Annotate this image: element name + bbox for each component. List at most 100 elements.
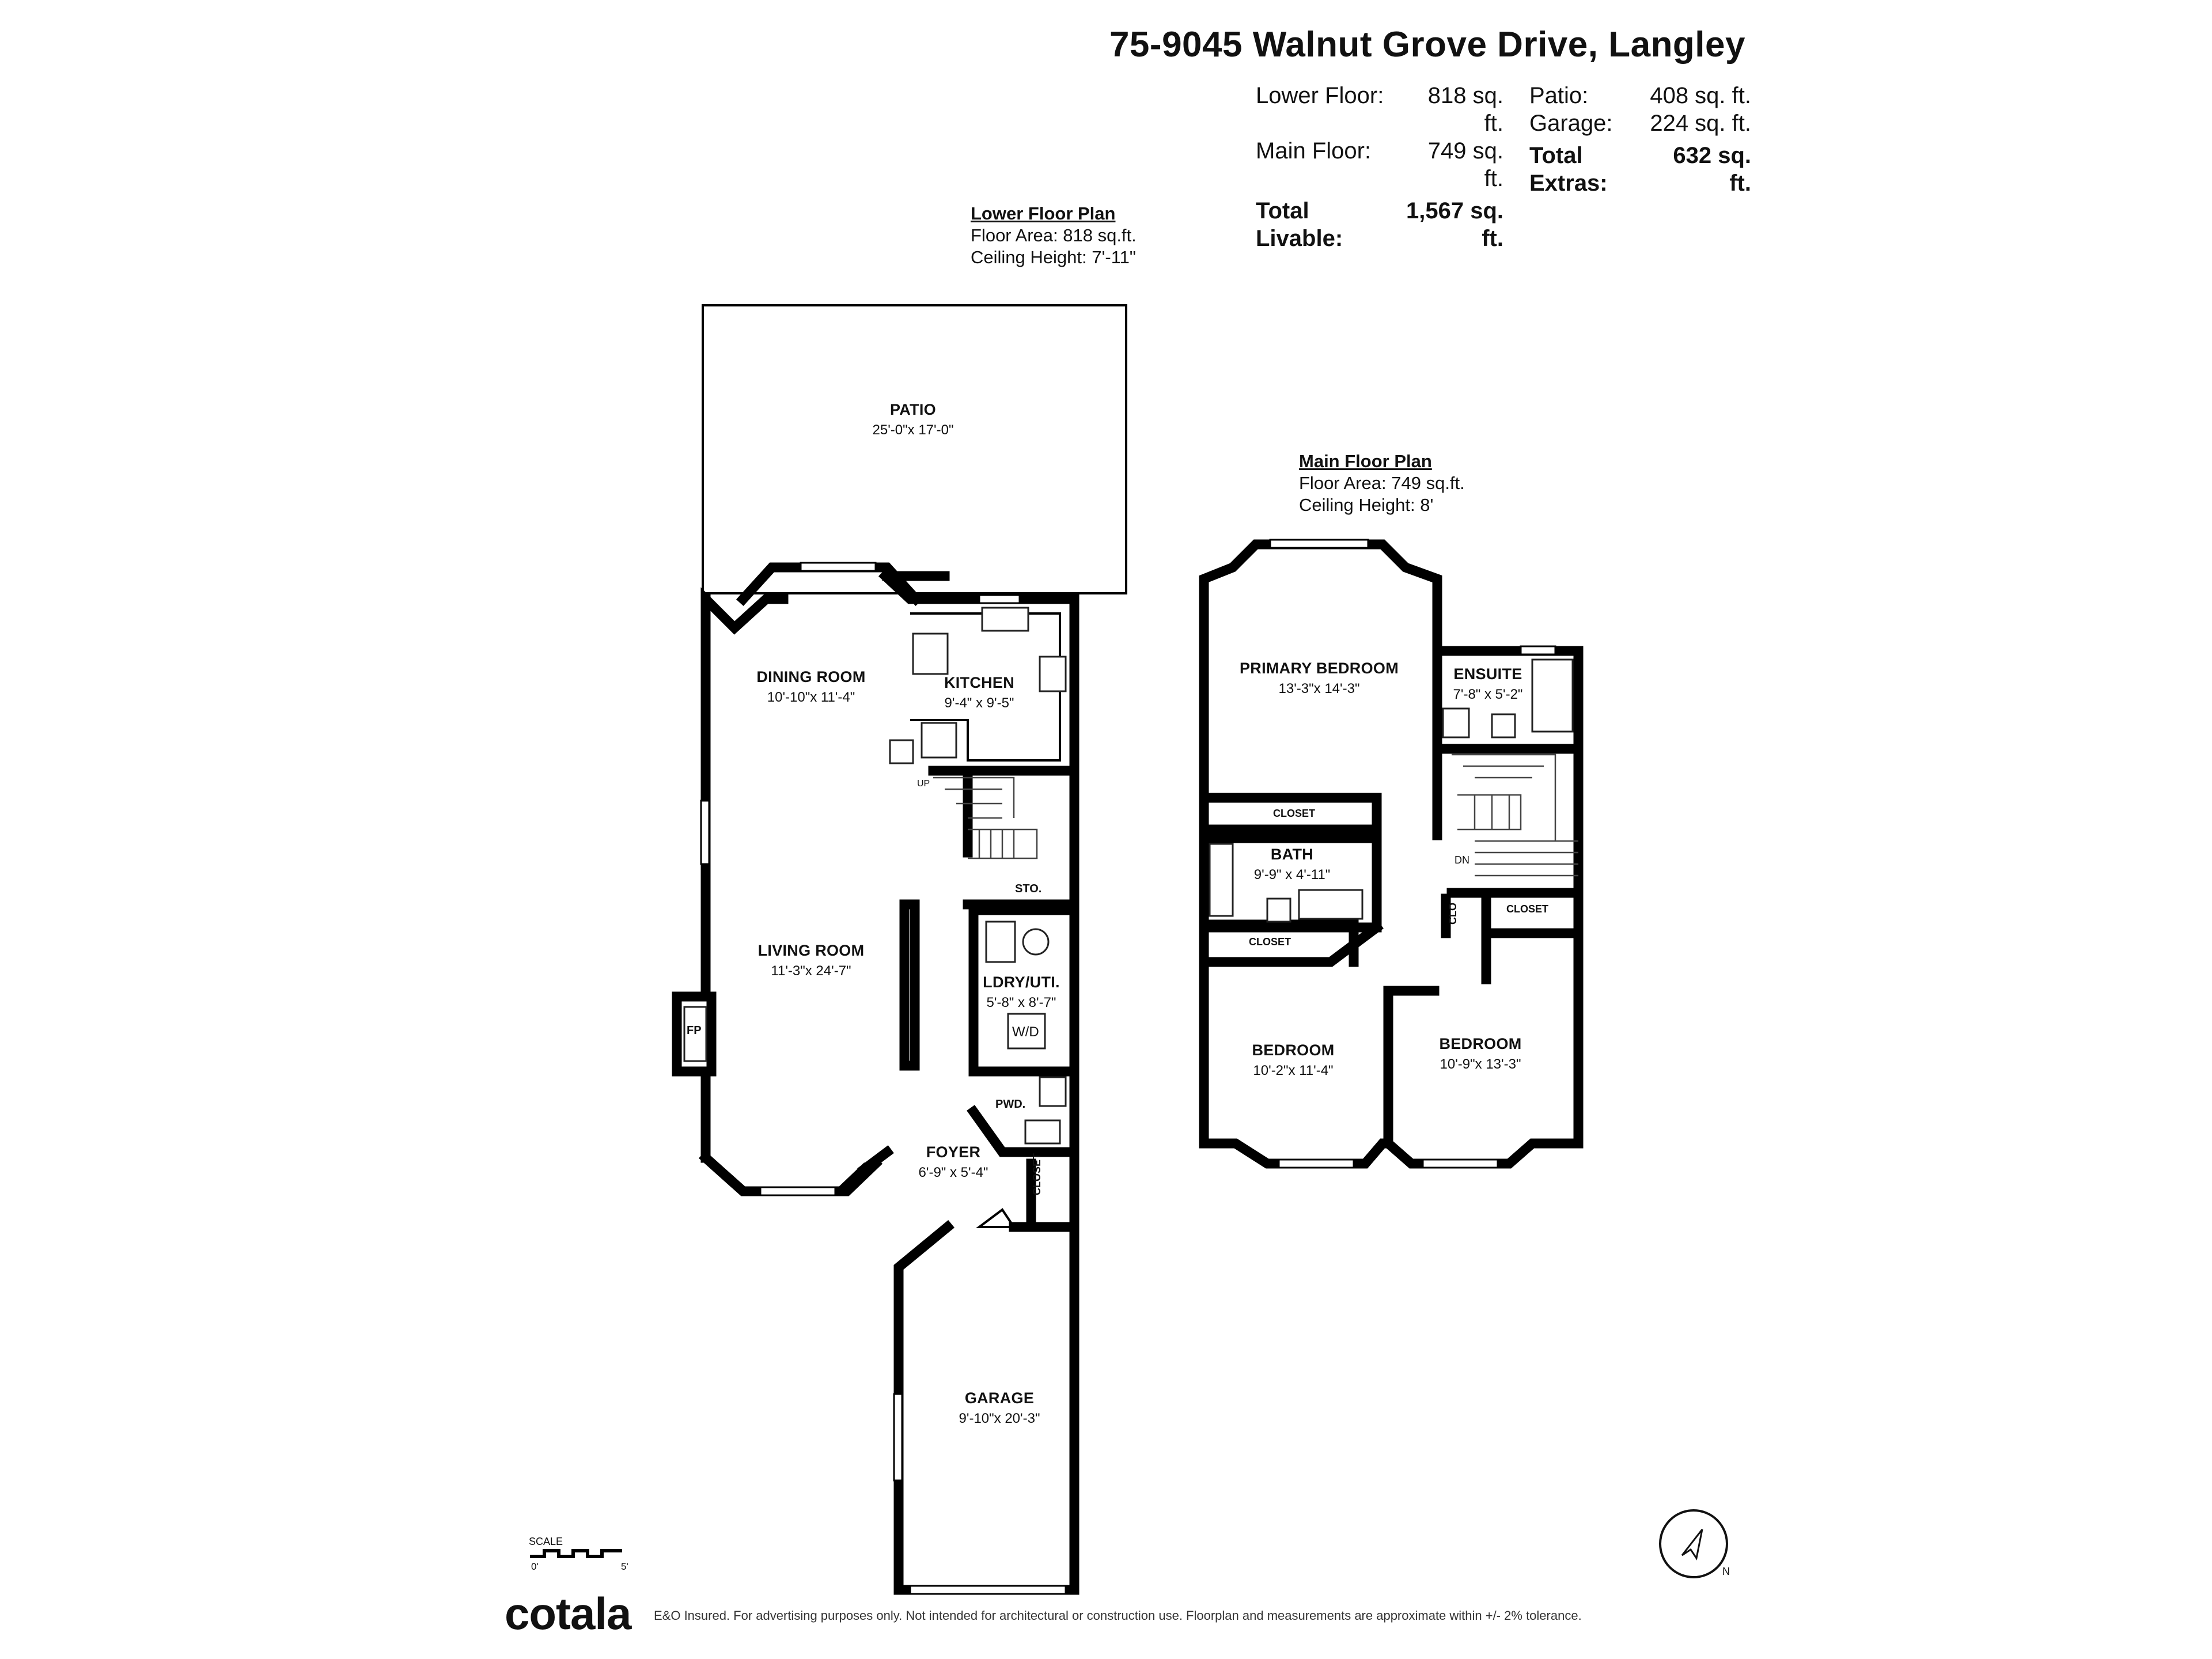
- property-address: 75-9045 Walnut Grove Drive, Langley: [1109, 25, 1745, 65]
- bedroom2-window: [1422, 1158, 1499, 1169]
- up-label: UP: [917, 779, 930, 789]
- lower-plan-header: Lower Floor Plan Floor Area: 818 sq.ft. …: [971, 203, 1137, 268]
- scale-five-label: 5': [621, 1561, 628, 1572]
- primary-bay-window: [1269, 539, 1369, 549]
- area-stats-right: Patio:408 sq. ft. Garage:224 sq. ft. Tot…: [1529, 82, 1751, 197]
- main-plan-header: Main Floor Plan Floor Area: 749 sq.ft. C…: [1299, 450, 1465, 516]
- room-bedroom-1: BEDROOM 10'-2"x 11'-4": [1252, 1041, 1334, 1079]
- lower-plan-ceiling: Ceiling Height: 7'-11": [971, 247, 1136, 267]
- sto-label: STO.: [1015, 882, 1042, 895]
- room-garage-dims: 9'-10"x 20'-3": [959, 1411, 1040, 1426]
- garage-side-window: [893, 1393, 903, 1482]
- room-laundry-dims: 5'-8" x 8'-7": [986, 995, 1056, 1010]
- ensuite-tub: [1531, 658, 1574, 733]
- wd-label: W/D: [1012, 1024, 1039, 1040]
- lower-floor-value: 818 sq. ft.: [1427, 83, 1503, 136]
- room-bath-name: BATH: [1270, 846, 1314, 863]
- room-primary-dims: 13'-3"x 14'-3": [1278, 681, 1360, 696]
- room-living: LIVING ROOM 11'-3"x 24'-7": [758, 942, 865, 979]
- disclaimer-text: E&O Insured. For advertising purposes on…: [654, 1608, 1582, 1623]
- garage-value: 224 sq. ft.: [1650, 111, 1751, 136]
- garage-label: Garage:: [1529, 111, 1613, 136]
- room-dining-name: DINING ROOM: [756, 668, 866, 685]
- room-laundry-name: LDRY/UTI.: [983, 974, 1060, 991]
- kitchen-counter: [910, 612, 1061, 762]
- room-bedroom1-name: BEDROOM: [1252, 1041, 1335, 1059]
- bedroom-divider: [1383, 986, 1440, 1149]
- room-kitchen-name: KITCHEN: [944, 674, 1015, 691]
- pwd-toilet: [1024, 1119, 1061, 1145]
- living-partition: [899, 899, 920, 1071]
- kitchen-sink: [921, 722, 957, 759]
- kitchen-range: [912, 632, 949, 675]
- main-floor-label: Main Floor:: [1256, 138, 1372, 164]
- dn-label: DN: [1455, 854, 1469, 866]
- patio-outline: [702, 304, 1127, 594]
- powder-room-walls: [967, 1066, 1077, 1157]
- pwd-label: PWD.: [995, 1098, 1026, 1111]
- garage-entry-door: [976, 1208, 1016, 1228]
- bed2-closet-label: CLOSET: [1506, 903, 1549, 915]
- dining-window: [800, 562, 877, 572]
- ensuite-toilet: [1491, 713, 1516, 738]
- room-ensuite-name: ENSUITE: [1453, 665, 1522, 683]
- main-stair-treads: [1452, 753, 1578, 877]
- area-stats-left: Lower Floor: 818 sq. ft. Main Floor: 749 s…: [1256, 82, 1503, 252]
- room-ensuite: ENSUITE 7'-8" x 5'-2": [1453, 665, 1523, 703]
- garage-door: [909, 1585, 1067, 1595]
- compass-icon: [1659, 1509, 1728, 1578]
- lower-floor-bay-bottom: [698, 1150, 883, 1196]
- stairwell-walls: [928, 766, 1077, 1077]
- patio-value: 408 sq. ft.: [1650, 83, 1751, 108]
- kitchen-window: [978, 594, 1021, 604]
- pwd-sink: [1039, 1076, 1067, 1107]
- fireplace-label: FP: [687, 1024, 702, 1037]
- primary-closet-label: CLOSET: [1273, 808, 1316, 819]
- room-primary-name: PRIMARY BEDROOM: [1239, 660, 1399, 677]
- bath-vanity: [1298, 889, 1363, 920]
- room-garage: GARAGE 9'-10"x 20'-3": [959, 1389, 1040, 1427]
- bed1-closet-label: CLOSET: [1249, 936, 1291, 948]
- scale-zero-label: 0': [531, 1561, 539, 1572]
- room-bedroom2-name: BEDROOM: [1439, 1035, 1522, 1052]
- main-plan-area: Floor Area: 749 sq.ft.: [1299, 473, 1465, 493]
- room-foyer-name: FOYER: [926, 1143, 981, 1161]
- stair-treads: [933, 777, 1038, 859]
- living-side-window: [700, 800, 710, 865]
- room-bedroom1-dims: 10'-2"x 11'-4": [1253, 1063, 1334, 1078]
- room-patio-dims: 25'-0"x 17'-0": [872, 422, 954, 438]
- primary-closet-walls: [1199, 793, 1382, 835]
- ensuite-window: [1520, 645, 1556, 656]
- room-kitchen-dims: 9'-4" x 9'-5": [944, 695, 1014, 711]
- patio-label: Patio:: [1529, 83, 1589, 108]
- room-bath: BATH 9'-9" x 4'-11": [1254, 846, 1330, 883]
- cotala-logo: cotala: [505, 1588, 631, 1639]
- lower-plan-area: Floor Area: 818 sq.ft.: [971, 225, 1137, 245]
- main-floor-exterior-wall: [1199, 539, 1584, 1169]
- room-bedroom-2: BEDROOM 10'-9"x 13'-3": [1439, 1035, 1521, 1073]
- room-living-name: LIVING ROOM: [757, 942, 865, 959]
- bedroom1-window: [1278, 1158, 1355, 1169]
- room-ensuite-dims: 7'-8" x 5'-2": [1453, 687, 1523, 702]
- compass-n-label: N: [1722, 1566, 1730, 1577]
- kitchen-double-sink: [981, 607, 1029, 632]
- room-dining-dims: 10'-10"x 11'-4": [767, 690, 855, 705]
- stair-main-walls: [1432, 744, 1584, 984]
- fireplace-insert: [683, 1006, 707, 1062]
- scale-bar: [530, 1549, 622, 1558]
- room-garage-name: GARAGE: [964, 1389, 1035, 1407]
- total-livable-value: 1,567 sq. ft.: [1406, 198, 1503, 251]
- lower-floor-label: Lower Floor:: [1256, 83, 1384, 108]
- room-patio: PATIO 25'-0"x 17'-0": [873, 401, 954, 438]
- bath-tub: [1209, 843, 1234, 917]
- lower-plan-title: Lower Floor Plan: [971, 203, 1116, 224]
- room-foyer: FOYER 6'-9" x 5'-4": [919, 1143, 988, 1181]
- room-primary-bedroom: PRIMARY BEDROOM 13'-3"x 14'-3": [1240, 660, 1399, 697]
- scale-label: SCALE: [529, 1536, 563, 1547]
- kitchen-island-box: [889, 739, 914, 764]
- kitchen-cooktop: [1039, 656, 1067, 692]
- room-bath-dims: 9'-9" x 4'-11": [1253, 867, 1331, 882]
- main-floor-value: 749 sq. ft.: [1427, 138, 1503, 191]
- main-plan-ceiling: Ceiling Height: 8': [1299, 495, 1434, 515]
